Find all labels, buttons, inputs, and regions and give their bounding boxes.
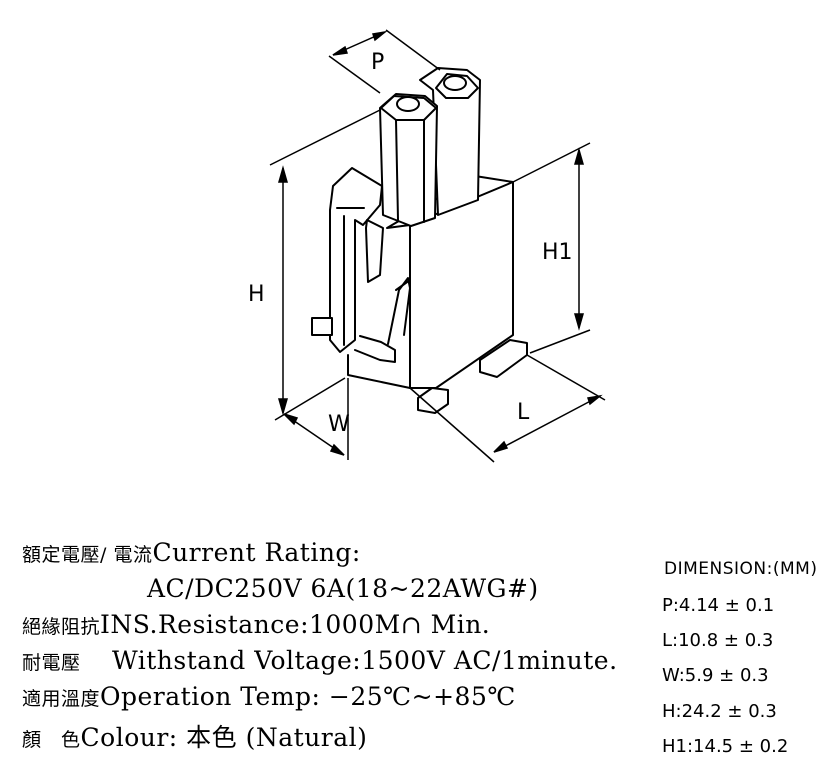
label-h: H <box>248 282 265 307</box>
latch <box>311 167 411 363</box>
spec-withstand-voltage: 耐電壓 Withstand Voltage:1500V AC/1minute. <box>22 646 618 675</box>
spec-label-zh: 顏 色 <box>22 729 81 751</box>
spec-label-zh: 額定電壓/ 電流 <box>22 544 153 566</box>
terminal-pin-front <box>379 93 438 227</box>
dimension-row: W:5.9 ± 0.3 <box>662 665 769 686</box>
spec-value: AC/DC250V 6A(18~22AWG#) <box>147 574 539 603</box>
spec-operation-temp: 適用溫度Operation Temp: −25℃~+85℃ <box>22 682 516 711</box>
dimension-row: H1:14.5 ± 0.2 <box>662 736 789 757</box>
housing-body <box>347 175 514 389</box>
spec-label-zh: 適用溫度 <box>22 688 101 710</box>
spec-colour: 顏 色Colour: 本色 (Natural) <box>22 718 367 754</box>
spec-rating-value: AC/DC250V 6A(18~22AWG#) <box>147 574 539 603</box>
spec-value: Current Rating: <box>152 538 361 567</box>
spec-insulation-resistance: 絕緣阻抗INS.Resistance:1000M∩ Min. <box>22 610 490 639</box>
dimension-w <box>283 378 349 460</box>
spec-value: Withstand Voltage:1500V AC/1minute. <box>112 646 618 675</box>
spec-label-zh: 絕緣阻抗 <box>22 616 101 638</box>
spec-current-rating: 額定電壓/ 電流Current Rating: <box>22 538 361 567</box>
label-h1: H1 <box>542 240 573 265</box>
label-l: L <box>517 400 530 425</box>
dimension-l <box>409 354 606 463</box>
foot-front <box>417 387 449 414</box>
dimension-h <box>269 109 381 421</box>
dimension-row: P:4.14 ± 0.1 <box>662 595 775 616</box>
label-p: P <box>371 50 384 75</box>
dimension-row: H:24.2 ± 0.3 <box>662 701 777 722</box>
label-w: W <box>328 412 350 437</box>
connector-technical-drawing: P H H1 W L <box>248 29 606 463</box>
dimension-h1 <box>512 142 591 354</box>
spec-value: Colour: 本色 (Natural) <box>80 723 368 752</box>
dimension-title: DIMENSION:(MM) <box>664 559 818 579</box>
spec-value: Operation Temp: −25℃~+85℃ <box>100 682 516 711</box>
spec-label-zh: 耐電壓 <box>22 652 81 674</box>
spec-value: INS.Resistance:1000M∩ Min. <box>100 610 491 639</box>
dimension-p <box>328 29 441 94</box>
dimension-row: L:10.8 ± 0.3 <box>662 630 774 651</box>
